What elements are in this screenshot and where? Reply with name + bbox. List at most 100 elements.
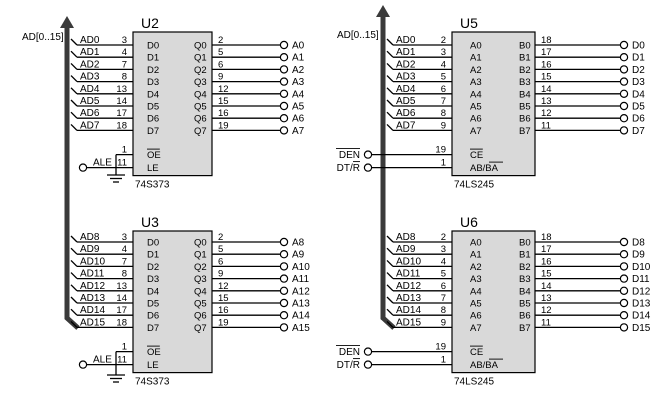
output-pin-name: B3 (519, 274, 531, 285)
output-signal-label: A11 (292, 274, 309, 285)
input-pin-number: 3 (122, 232, 127, 243)
input-signal-label: AD9 (80, 244, 100, 255)
chip-body-u2 (132, 31, 213, 177)
output-signal-label: A2 (292, 65, 305, 76)
input-pin-name: D4 (147, 286, 159, 297)
input-pin-number: 8 (441, 305, 446, 316)
output-pin-number: 19 (218, 317, 229, 328)
output-pin-number: 12 (218, 281, 229, 292)
output-signal-label: D9 (632, 250, 645, 261)
control-signal-label: DEN (339, 347, 360, 358)
bus-entry (386, 99, 394, 107)
output-pin-number: 5 (218, 47, 223, 58)
bus-entry (70, 259, 78, 267)
bus-entry (386, 272, 394, 280)
output-signal-label: A8 (292, 238, 305, 249)
chip-body-u6 (451, 230, 536, 374)
ale-terminal (78, 163, 88, 172)
input-signal-label: AD15 (80, 317, 105, 328)
output-pin-name: B1 (519, 53, 531, 64)
control-pin-number: 1 (441, 158, 446, 169)
output-pin-name: B5 (519, 299, 531, 310)
output-terminal (619, 237, 629, 247)
output-pin-name: B7 (519, 323, 531, 334)
bus-entry (70, 50, 78, 58)
input-signal-label: AD13 (396, 293, 421, 304)
chip-body-u3 (132, 230, 213, 374)
output-pin-number: 17 (541, 244, 552, 255)
output-signal-label: A7 (292, 126, 305, 137)
input-pin-number: 4 (122, 244, 127, 255)
bus-entry (70, 272, 78, 280)
input-pin-number: 2 (441, 232, 446, 243)
output-terminal (279, 311, 289, 320)
output-terminal (279, 53, 289, 62)
output-pin-number: 12 (541, 305, 552, 316)
chip-body-u5 (451, 31, 536, 177)
den-terminal (363, 347, 373, 356)
output-signal-label: A1 (292, 53, 305, 64)
input-pin-name: A7 (470, 323, 482, 334)
control-pin-number: 19 (435, 145, 446, 156)
output-pin-number: 17 (541, 47, 552, 58)
input-signal-label: AD12 (80, 281, 105, 292)
input-pin-name: D7 (147, 126, 159, 137)
chip-title-u5: U5 (460, 15, 478, 31)
output-terminal (619, 126, 629, 135)
output-signal-label: D3 (632, 77, 645, 88)
output-terminal (619, 311, 629, 320)
output-terminal (279, 286, 289, 295)
output-pin-name: Q1 (194, 53, 207, 64)
address-data-bus-right (380, 14, 396, 330)
output-pin-name: B0 (519, 238, 531, 249)
input-pin-number: 4 (441, 256, 446, 267)
output-pin-number: 14 (541, 281, 552, 292)
output-signal-label: A9 (292, 250, 305, 261)
input-pin-name: A1 (470, 53, 482, 64)
output-signal-label: A5 (292, 102, 305, 113)
chip-title-u2: U2 (141, 15, 159, 31)
input-pin-name: D3 (147, 77, 159, 88)
input-signal-label: AD12 (396, 281, 421, 292)
output-signal-label: A4 (292, 89, 305, 100)
chip-part-u6: 74LS245 (454, 377, 494, 388)
output-terminal (619, 77, 629, 86)
output-pin-name: B3 (519, 77, 531, 88)
output-terminal (619, 53, 629, 62)
input-pin-name: D1 (147, 250, 159, 261)
output-terminal (279, 274, 289, 283)
input-pin-name: A5 (470, 299, 482, 310)
input-pin-name: D0 (147, 41, 159, 52)
control-pin-name: CE (470, 150, 483, 161)
input-signal-label: AD10 (80, 256, 105, 267)
input-signal-label: AD1 (80, 47, 100, 58)
output-pin-number: 6 (218, 256, 223, 267)
control-pin-name: AB/BA (470, 163, 499, 174)
output-pin-number: 12 (218, 84, 229, 95)
output-signal-label: D1 (632, 53, 645, 64)
output-terminal (619, 89, 629, 99)
output-signal-label: A12 (292, 286, 310, 297)
output-pin-number: 6 (218, 59, 223, 70)
control-signal-label: ALE (93, 355, 112, 366)
ale-terminal (78, 360, 88, 369)
input-pin-name: D5 (147, 102, 159, 113)
bus-entry (386, 123, 394, 131)
output-pin-name: B2 (519, 65, 531, 76)
input-signal-label: AD5 (80, 96, 100, 107)
input-signal-label: AD13 (80, 293, 105, 304)
control-pin-name: LE (147, 163, 159, 174)
bus-entry (386, 284, 394, 292)
bus-entry (386, 296, 394, 304)
output-pin-number: 5 (218, 244, 223, 255)
input-pin-name: D6 (147, 114, 159, 125)
output-pin-number: 9 (218, 269, 223, 280)
den-terminal (363, 150, 373, 159)
input-pin-name: A0 (470, 41, 482, 52)
output-signal-label: D0 (632, 41, 645, 52)
input-signal-label: AD7 (80, 120, 100, 131)
output-terminal (279, 77, 289, 86)
control-pin-name: AB/BA (470, 360, 499, 371)
output-pin-number: 15 (541, 72, 552, 83)
